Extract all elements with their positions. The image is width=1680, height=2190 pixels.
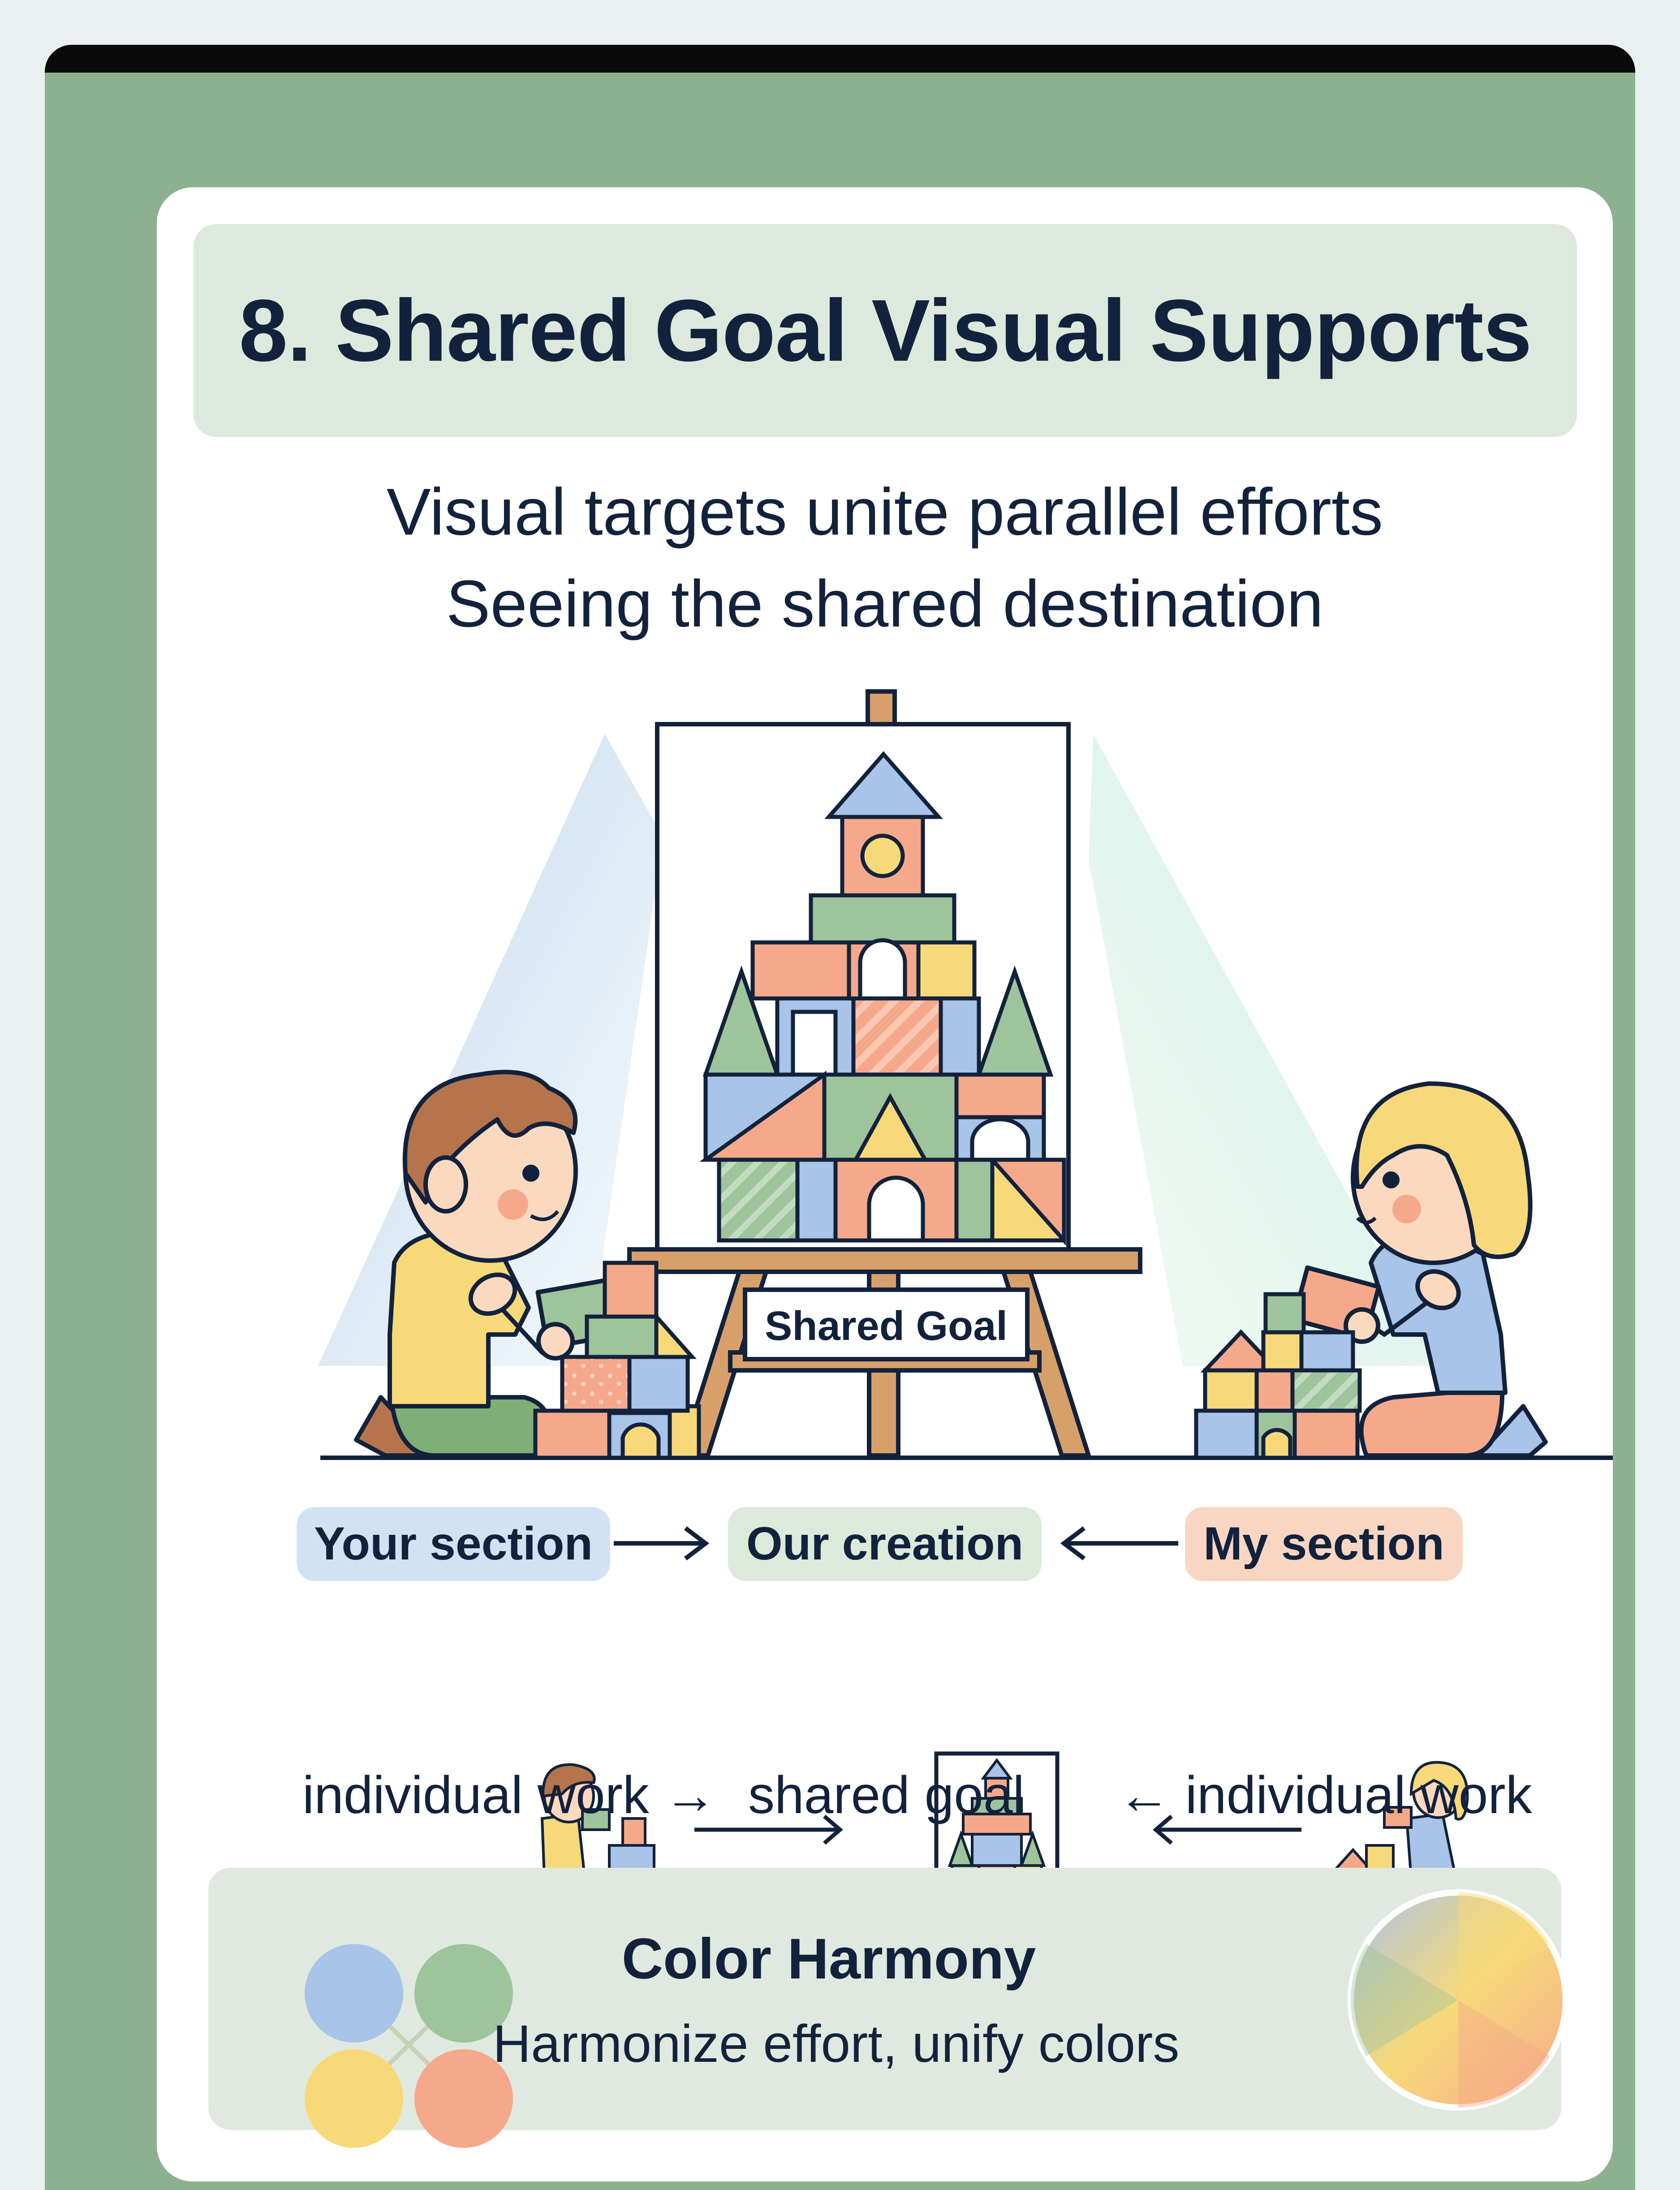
shared-goal-sign: Shared Goal <box>743 1287 1030 1361</box>
arrow-right-small-icon <box>694 1814 843 1845</box>
arrow-right-icon <box>614 1526 710 1560</box>
page-title: 8. Shared Goal Visual Supports <box>239 281 1532 380</box>
outer-frame: 8. Shared Goal Visual Supports Visual ta… <box>45 45 1635 2190</box>
title-banner: 8. Shared Goal Visual Supports <box>194 224 1577 437</box>
flow-text-left: individual work → <box>302 1766 717 1825</box>
color-harmony-subtitle: Harmonize effort, unify colors <box>493 2014 1180 2073</box>
block-tower-icon <box>699 751 1066 1246</box>
light-beam-right <box>1089 734 1443 1366</box>
girl-blocks-icon <box>1194 1292 1362 1460</box>
subtitle-line-2: Seeing the shared destination <box>446 567 1324 641</box>
color-harmony-title: Color Harmony <box>621 1927 1036 1991</box>
boy-blocks-icon <box>533 1261 701 1460</box>
flow-text-middle: shared goal <box>748 1766 1025 1825</box>
my-section-label: My section <box>1185 1507 1463 1581</box>
girl-builder-icon <box>1291 1081 1548 1458</box>
our-creation-label: Our creation <box>728 1507 1042 1581</box>
arrow-left-small-icon <box>1153 1814 1301 1845</box>
boy-builder-icon <box>354 1070 625 1458</box>
shared-goal-sign-text: Shared Goal <box>765 1303 1008 1349</box>
frame-top-bar <box>45 45 1635 73</box>
infographic-card: 8. Shared Goal Visual Supports Visual ta… <box>157 187 1613 2181</box>
color-harmony-panel <box>208 1868 1561 2130</box>
your-section-label: Your section <box>297 1507 610 1581</box>
flow-text-right: ← individual work <box>1118 1766 1532 1825</box>
subtitle-line-1: Visual targets unite parallel efforts <box>386 475 1383 549</box>
light-beam-left <box>318 734 663 1366</box>
arrow-left-icon <box>1060 1526 1178 1560</box>
